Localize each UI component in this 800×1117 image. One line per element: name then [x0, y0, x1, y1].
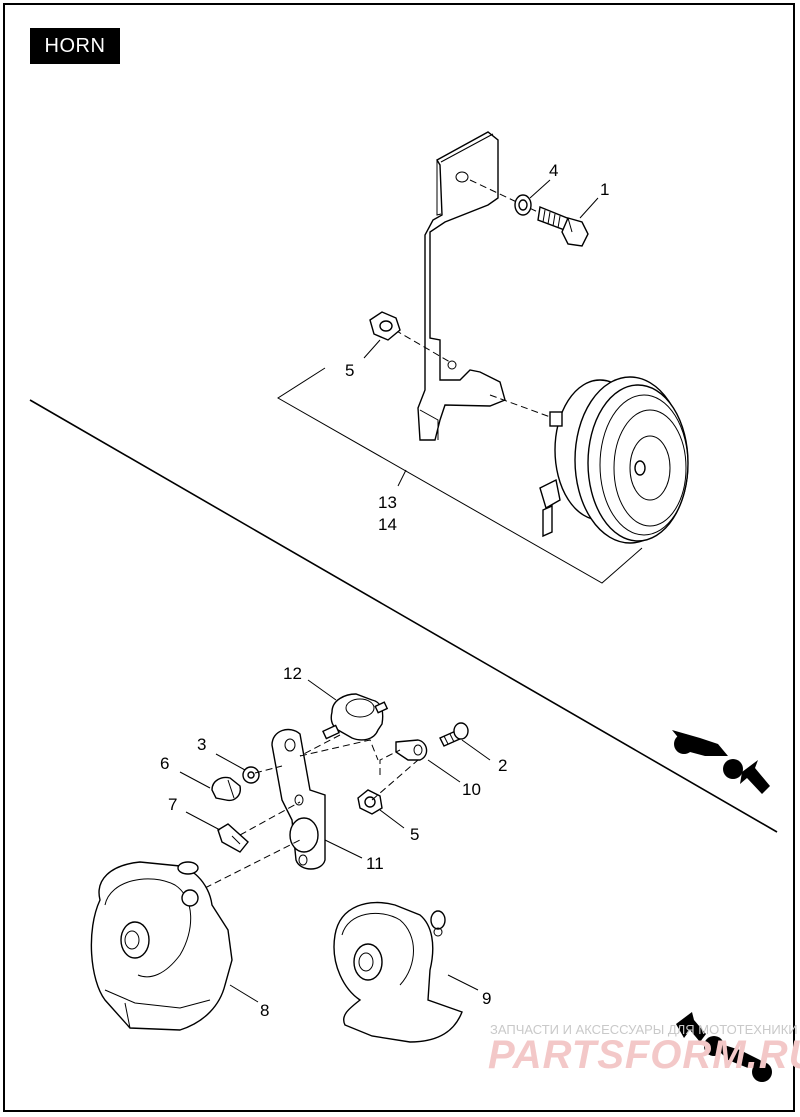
- callout-5-lower: 5: [410, 825, 419, 844]
- callout-1: 1: [600, 180, 609, 199]
- callout-7: 7: [168, 795, 177, 814]
- callout-8: 8: [260, 1001, 269, 1020]
- clip-10: [395, 739, 428, 761]
- callout-9: 9: [482, 989, 491, 1008]
- motorcycle-forward-icon: [672, 730, 770, 794]
- callout-3: 3: [197, 735, 206, 754]
- page-title: HORN: [30, 28, 120, 64]
- callout-4: 4: [549, 161, 558, 180]
- callout-5-upper: 5: [345, 361, 354, 380]
- bolt-1: [537, 206, 589, 247]
- callout-13: 13: [378, 493, 397, 512]
- callout-10: 10: [462, 780, 481, 799]
- lower-assembly: [90, 693, 469, 1043]
- callout-6: 6: [160, 754, 169, 773]
- page-frame: [3, 3, 795, 1112]
- watermark-caption: ЗАПЧАСТИ И АКСЕССУАРЫ ДЛЯ МОТОТЕХНИКИ: [490, 1022, 798, 1037]
- upper-assembly: [277, 131, 689, 584]
- callout-labels: 1 4 5 13 14 12 3 6 7 2 10 5 11 8 9: [160, 161, 609, 1020]
- callout-11: 11: [366, 854, 384, 873]
- clip-nut-7: [217, 823, 249, 853]
- callout-leaders: [179, 179, 599, 1003]
- disc-horn-assembly: [539, 376, 689, 544]
- bolt-2: [439, 722, 469, 747]
- snail-horn-8: [90, 861, 233, 1031]
- horn-bracket-11: [271, 728, 326, 870]
- nut-5-upper: [369, 311, 401, 341]
- motorcycle-rear-icon: [676, 1012, 772, 1082]
- section-divider-line: [29, 399, 778, 833]
- washer-4: [514, 194, 532, 216]
- callout-14: 14: [378, 515, 397, 534]
- callout-12: 12: [283, 664, 302, 683]
- watermark: ЗАПЧАСТИ И АКСЕССУАРЫ ДЛЯ МОТОТЕХНИКИ PA…: [488, 1022, 800, 1077]
- callout-2: 2: [498, 756, 507, 775]
- acorn-nut-6: [211, 776, 241, 802]
- rubber-mount-12: [322, 693, 389, 741]
- washer-3: [242, 766, 260, 784]
- horn-mounting-bracket: [417, 131, 506, 441]
- snail-horn-9: [333, 901, 463, 1043]
- kit-bracket-13-14: [277, 367, 643, 584]
- watermark-logo: PARTSFORM.RU: [488, 1033, 800, 1077]
- nut-5-lower: [357, 789, 383, 815]
